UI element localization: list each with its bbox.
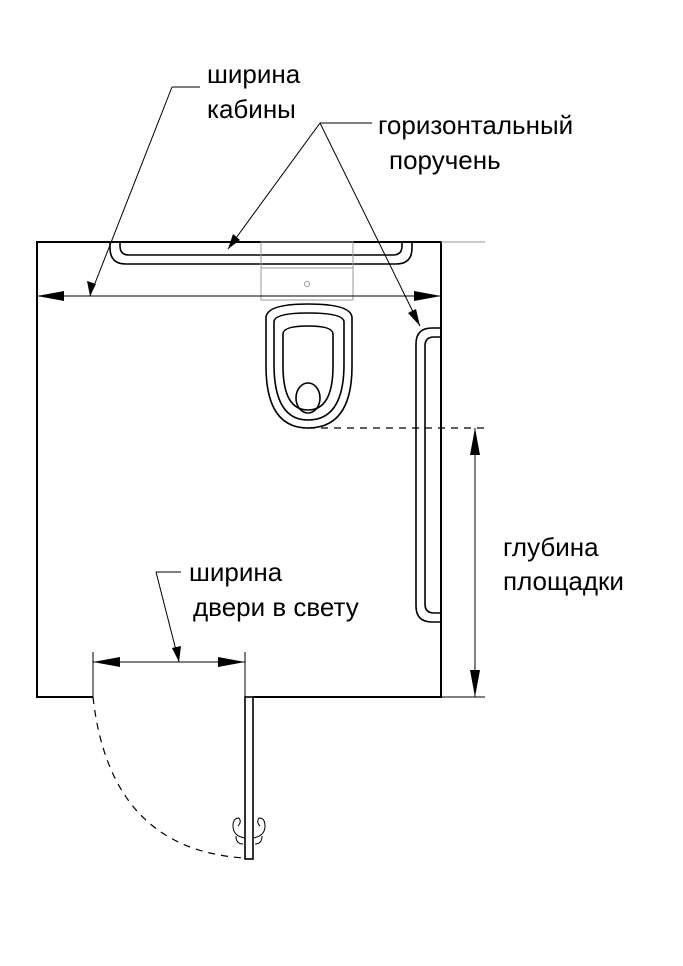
handrail-label-line1: горизонтальный	[378, 110, 573, 140]
cabin-walls	[36, 241, 485, 698]
door-width-label-line1: ширина	[189, 557, 283, 587]
leader-lines	[87, 86, 421, 663]
door-width-label-line2: двери в свету	[193, 592, 359, 622]
vertical-handrail	[415, 327, 441, 623]
toilet-bowl	[265, 303, 353, 429]
cabin-width-label-line2: кабины	[207, 94, 296, 124]
platform-depth-label-line2: площадки	[503, 566, 624, 596]
platform-depth-dimension	[470, 428, 480, 697]
door-width-dimension	[92, 652, 246, 697]
door	[92, 696, 266, 860]
cabin-width-label-line1: ширина	[207, 59, 301, 89]
platform-depth-label-line1: глубина	[503, 532, 599, 562]
cabin-width-dimension	[37, 291, 441, 301]
cistern	[260, 241, 354, 301]
handrail-label-line2: поручень	[389, 145, 501, 175]
door-handle-icon	[232, 817, 266, 845]
door-swing-arc	[92, 696, 246, 859]
